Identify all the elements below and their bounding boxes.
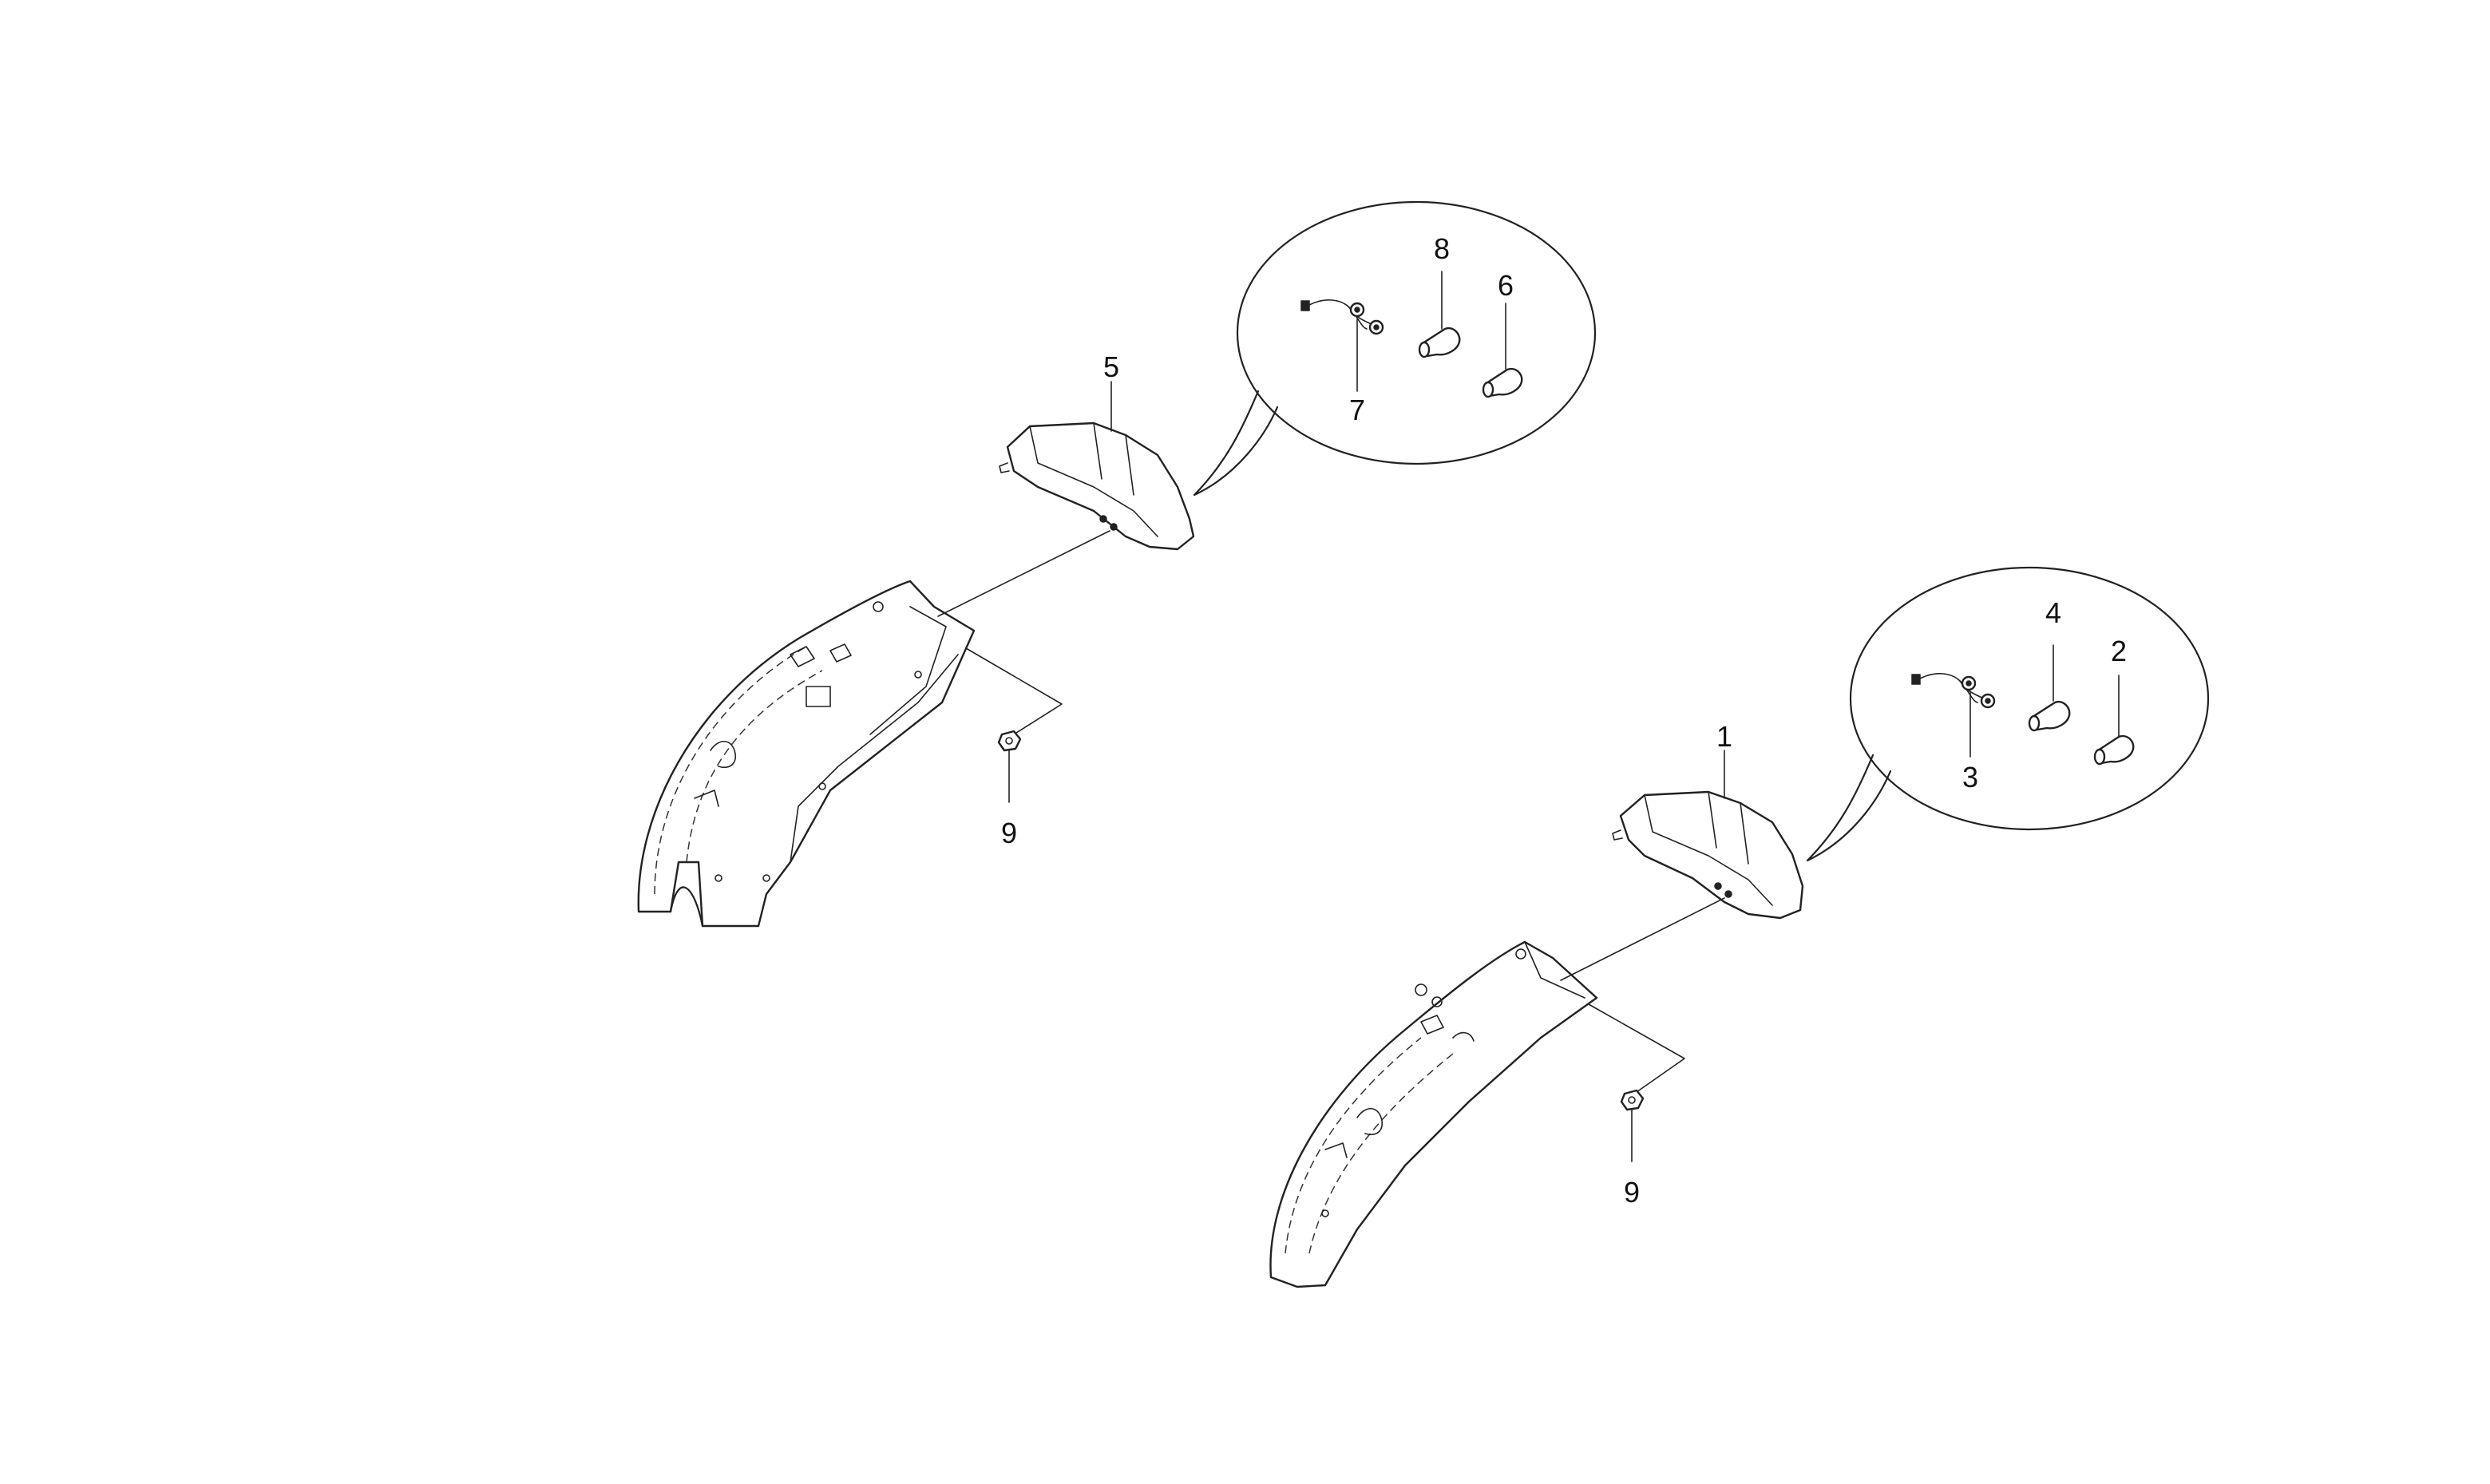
left-nut-line: [965, 647, 1063, 735]
right-mount-line: [1560, 897, 1725, 981]
callout-1: 1: [1716, 720, 1732, 753]
right-fender: [1269, 940, 1598, 1288]
left-detail-bubble: [1193, 200, 1597, 497]
right-tail-light: [1612, 790, 1804, 920]
right-nut: [1620, 1089, 1645, 1111]
callout-6: 6: [1498, 269, 1514, 302]
left-fender: [637, 580, 976, 928]
callout-3: 3: [1962, 761, 1978, 793]
left-mount-line: [937, 530, 1110, 617]
bulb-socket-harness-3: [1911, 673, 1996, 709]
left-tail-light: [999, 421, 1195, 551]
callout-2: 2: [2111, 635, 2127, 667]
callout-9-right: 9: [1624, 1176, 1640, 1209]
bulb-8: [1418, 326, 1461, 358]
right-detail-bubble: [1806, 566, 2210, 862]
left-assembly: [637, 200, 1597, 928]
left-nut: [997, 730, 1022, 752]
right-assembly: [1269, 566, 2210, 1288]
bulb-2: [2093, 734, 2135, 766]
callout-7: 7: [1349, 394, 1365, 426]
bulb-socket-harness-7: [1300, 299, 1384, 335]
right-nut-line: [1588, 1003, 1685, 1093]
callout-4: 4: [2045, 596, 2061, 629]
callout-9-left: 9: [1001, 817, 1017, 849]
bulb-4: [2028, 700, 2071, 732]
callout-8: 8: [1434, 232, 1450, 265]
callout-5: 5: [1103, 350, 1119, 383]
bulb-6: [1482, 367, 1523, 398]
